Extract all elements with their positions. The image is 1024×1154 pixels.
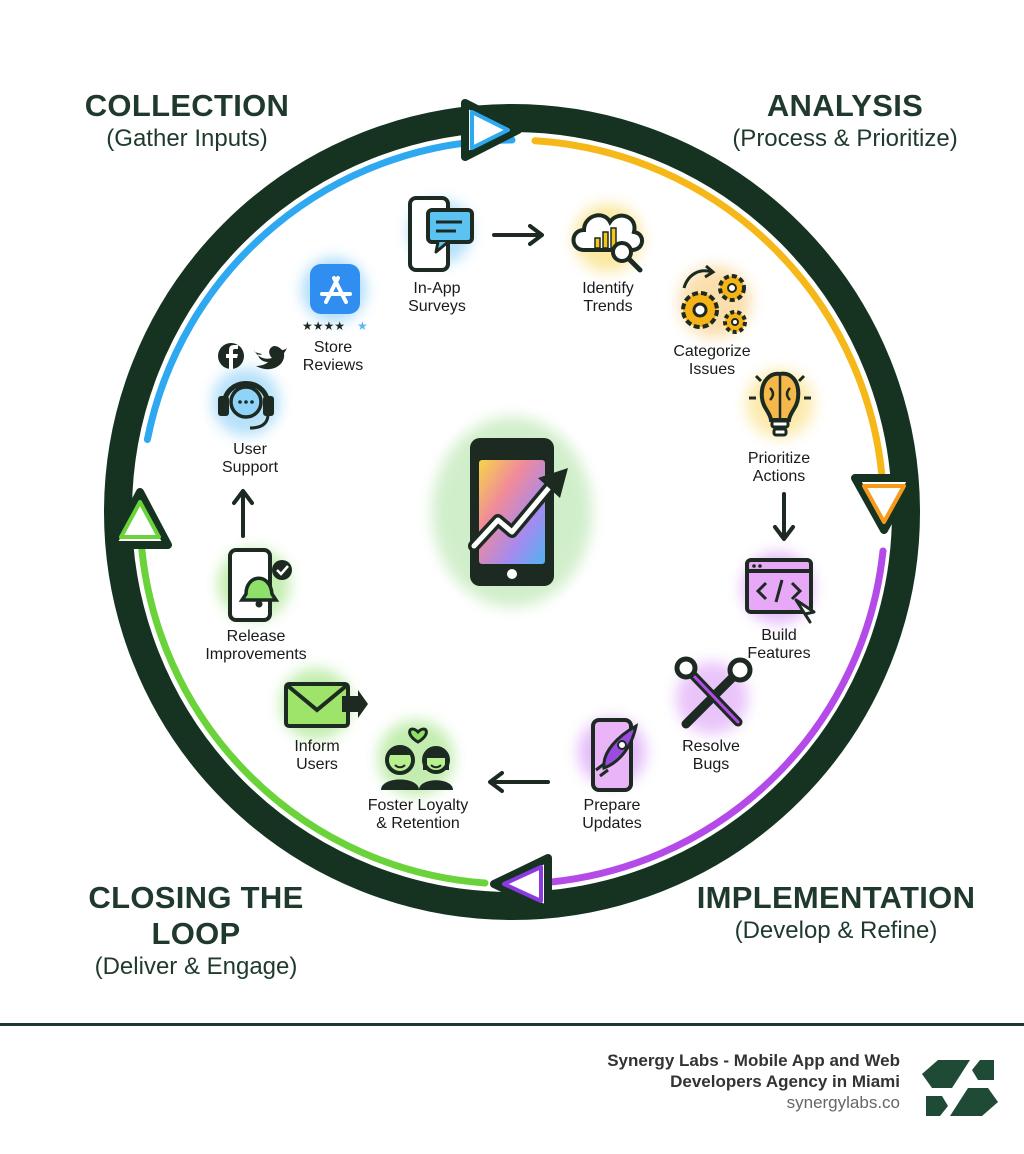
company-name-line2: Developers Agency in Miami	[670, 1072, 900, 1091]
send-mail-icon	[280, 668, 368, 740]
phase-subtitle: (Gather Inputs)	[106, 125, 268, 152]
phase-implementation: IMPLEMENTATION (Develop & Refine)	[686, 880, 986, 946]
phase-collection: COLLECTION (Gather Inputs)	[57, 88, 317, 154]
step-foster-loyalty: Foster Loyalty & Retention	[367, 797, 469, 832]
lightbulb-brain-icon	[746, 370, 814, 438]
phase-title: COLLECTION	[84, 88, 290, 123]
arrow-release-to-support	[232, 489, 254, 538]
arrow-prioritize-to-build	[773, 492, 795, 541]
step-identify-trends: Identify Trends	[582, 280, 634, 315]
step-categorize-issues: Categorize Issues	[673, 343, 751, 378]
step-resolve-bugs: Resolve Bugs	[682, 738, 740, 773]
cloud-analytics-icon	[571, 204, 644, 273]
footer-divider	[0, 1023, 1024, 1026]
step-prepare-updates: Prepare Updates	[582, 797, 642, 832]
twitter-icon	[254, 346, 287, 370]
arrow-surveys-to-trends	[492, 224, 544, 246]
collection-arc	[143, 136, 516, 443]
feedback-loop-diagram: ★★★★ ★	[104, 99, 920, 920]
arrow-updates-to-loyalty	[488, 771, 550, 793]
growth-phone-icon	[432, 417, 592, 607]
phase-title: IMPLEMENTATION	[696, 880, 976, 915]
closing-arc	[137, 536, 489, 887]
phase-closing: CLOSING THE LOOP (Deliver & Engage)	[46, 880, 346, 982]
notification-phone-icon	[218, 548, 292, 622]
survey-phone-icon	[408, 196, 474, 272]
step-release-improvements: Release Improvements	[205, 628, 307, 663]
rating-stars: ★★★★ ★	[302, 319, 368, 333]
company-name-line1: Synergy Labs - Mobile App and Web	[607, 1051, 900, 1070]
arrowhead-top-inner	[470, 110, 510, 150]
code-window-icon	[742, 552, 816, 624]
phase-subtitle: (Deliver & Engage)	[94, 953, 298, 980]
phase-subtitle: (Develop & Refine)	[734, 917, 938, 944]
phase-subtitle: (Process & Prioritize)	[732, 125, 958, 152]
phase-title: CLOSING THE LOOP	[88, 880, 304, 951]
cycle-ring	[104, 99, 920, 920]
step-inform-users: Inform Users	[294, 738, 340, 773]
step-in-app-surveys: In-App Surveys	[408, 280, 466, 315]
footer-branding: Synergy Labs - Mobile App and Web Develo…	[607, 1050, 900, 1113]
arrowhead-left-inner	[119, 500, 161, 539]
rocket-phone-icon	[578, 718, 646, 792]
company-url: synergylabs.co	[786, 1093, 900, 1112]
app-store-icon	[302, 258, 366, 322]
happy-couple-icon	[378, 720, 454, 796]
step-user-support: User Support	[221, 441, 279, 476]
phase-analysis: ANALYSIS (Process & Prioritize)	[710, 88, 980, 154]
phase-title: ANALYSIS	[766, 88, 924, 123]
svg-text:★★★★: ★★★★	[302, 319, 345, 333]
svg-text:★: ★	[357, 319, 368, 333]
step-prioritize-actions: Prioritize Actions	[747, 450, 811, 485]
gears-icon	[679, 264, 751, 338]
step-store-reviews: Store Reviews	[302, 339, 364, 374]
facebook-icon	[218, 343, 244, 369]
wrench-screwdriver-icon	[674, 656, 753, 734]
synergy-labs-logo	[922, 1060, 998, 1116]
step-build-features: Build Features	[747, 627, 811, 662]
arrowhead-right-inner	[862, 484, 906, 524]
implementation-arc	[536, 547, 887, 887]
headset-support-icon	[212, 368, 280, 436]
analysis-arc	[531, 137, 887, 493]
arrowhead-right	[851, 474, 917, 534]
arrowhead-bottom-inner	[502, 865, 543, 903]
